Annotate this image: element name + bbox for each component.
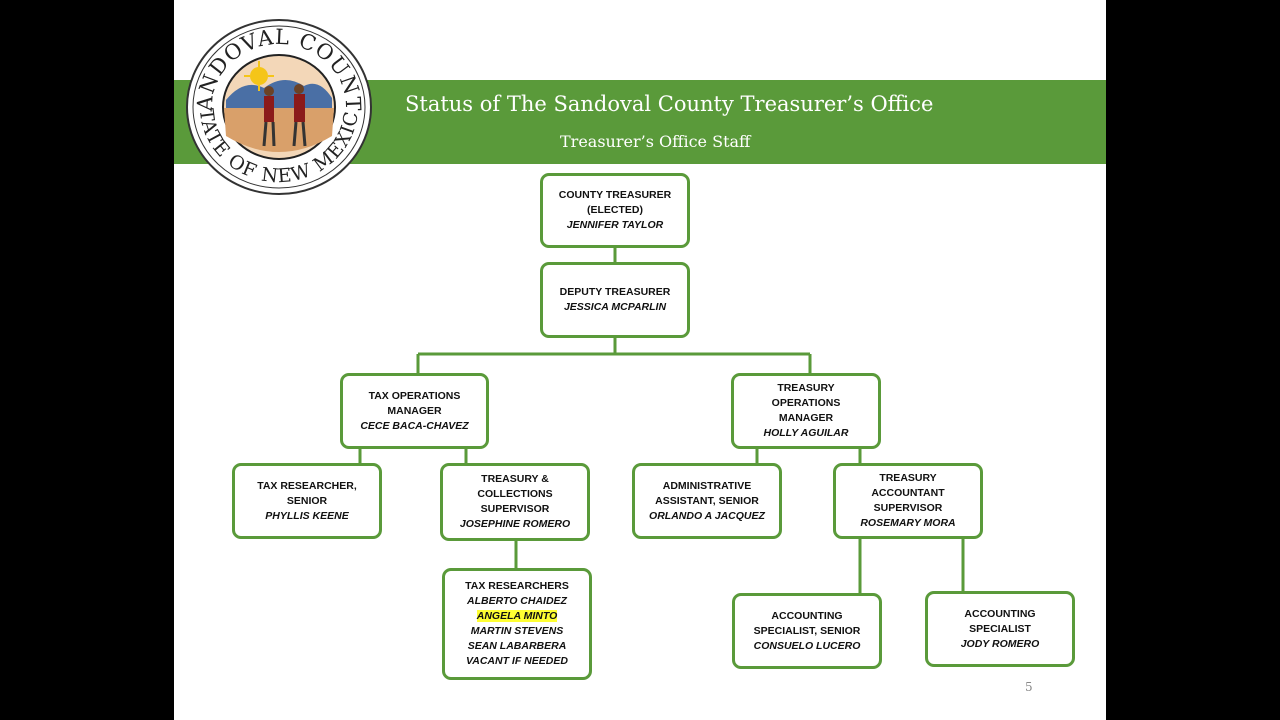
- staff-name: MARTIN STEVENS: [470, 625, 564, 637]
- tax-operations-manager-box: TAX OPERATIONS MANAGER CECE BACA-CHAVEZ: [340, 373, 489, 449]
- slide: Status of The Sandoval County Treasurer’…: [174, 0, 1106, 720]
- staff-name-highlighted: ANGELA MINTO: [476, 610, 558, 622]
- box-title-line: ASSISTANT, SENIOR: [655, 494, 759, 507]
- staff-name: ALBERTO CHAIDEZ: [467, 595, 567, 607]
- box-title-line: MANAGER: [387, 404, 442, 417]
- tax-researcher-senior-box: TAX RESEARCHER, SENIOR PHYLLIS KEENE: [232, 463, 382, 539]
- administrative-assistant-box: ADMINISTRATIVE ASSISTANT, SENIOR ORLANDO…: [632, 463, 782, 539]
- box-title-line: TAX RESEARCHERS: [465, 580, 569, 592]
- box-title-line: TREASURY: [879, 472, 937, 484]
- box-title-line: SPECIALIST: [969, 622, 1031, 635]
- box-title-line: DEPUTY TREASURER: [559, 286, 671, 298]
- staff-name: VACANT IF NEEDED: [466, 655, 568, 667]
- box-title-line: SPECIALIST, SENIOR: [753, 624, 861, 637]
- box-title-line: COLLECTIONS: [477, 488, 553, 500]
- staff-name: JENNIFER TAYLOR: [566, 219, 664, 231]
- staff-name: CONSUELO LUCERO: [753, 639, 861, 652]
- treasury-operations-manager-box: TREASURY OPERATIONS MANAGER HOLLY AGUILA…: [731, 373, 881, 449]
- tax-researchers-box: TAX RESEARCHERS ALBERTO CHAIDEZ ANGELA M…: [442, 568, 592, 680]
- box-title-line: TREASURY: [777, 382, 835, 394]
- box-title-line: MANAGER: [778, 412, 834, 424]
- box-title-line: COUNTY TREASURER: [558, 189, 672, 201]
- county-treasurer-box: COUNTY TREASURER (ELECTED) JENNIFER TAYL…: [540, 173, 690, 248]
- box-title-line: TAX OPERATIONS: [368, 389, 461, 402]
- staff-name: ROSEMARY MORA: [860, 517, 956, 529]
- page-number: 5: [1025, 680, 1033, 694]
- staff-name: JOSEPHINE ROMERO: [459, 518, 571, 530]
- staff-name: PHYLLIS KEENE: [265, 509, 349, 522]
- accountant-supervisor-box: TREASURY ACCOUNTANT SUPERVISOR ROSEMARY …: [833, 463, 983, 539]
- box-title-line: ACCOUNTING: [964, 607, 1036, 620]
- deputy-treasurer-box: DEPUTY TREASURER JESSICA MCPARLIN: [540, 262, 690, 338]
- box-title-line: TAX RESEARCHER,: [257, 479, 357, 492]
- staff-name: JESSICA MCPARLIN: [563, 301, 667, 313]
- box-title-line: SUPERVISOR: [480, 503, 550, 515]
- box-title-line: SENIOR: [286, 494, 328, 507]
- box-title-line: ACCOUNTANT: [871, 487, 945, 499]
- box-title-line: ACCOUNTING: [771, 609, 843, 622]
- staff-name: CECE BACA-CHAVEZ: [360, 419, 469, 432]
- staff-name: JODY ROMERO: [960, 637, 1040, 650]
- box-title-line: ADMINISTRATIVE: [662, 479, 752, 492]
- staff-name: SEAN LABARBERA: [467, 640, 567, 652]
- box-title-line: TREASURY &: [481, 473, 549, 485]
- county-seal-logo: SANDOVAL COUNTY STATE OF NEW MEXICO: [184, 18, 372, 195]
- slide-title: Status of The Sandoval County Treasurer’…: [405, 92, 934, 116]
- box-title-line: (ELECTED): [587, 204, 643, 216]
- staff-name: HOLLY AGUILAR: [763, 427, 849, 439]
- accounting-specialist-box: ACCOUNTING SPECIALIST JODY ROMERO: [925, 591, 1075, 667]
- org-chart-connectors: [358, 246, 965, 594]
- collections-supervisor-box: TREASURY & COLLECTIONS SUPERVISOR JOSEPH…: [440, 463, 590, 541]
- slide-subtitle: Treasurer’s Office Staff: [560, 132, 751, 151]
- box-title-line: OPERATIONS: [771, 397, 841, 409]
- box-title-line: SUPERVISOR: [873, 502, 943, 514]
- staff-name: ORLANDO A JACQUEZ: [649, 509, 765, 522]
- accounting-specialist-senior-box: ACCOUNTING SPECIALIST, SENIOR CONSUELO L…: [732, 593, 882, 669]
